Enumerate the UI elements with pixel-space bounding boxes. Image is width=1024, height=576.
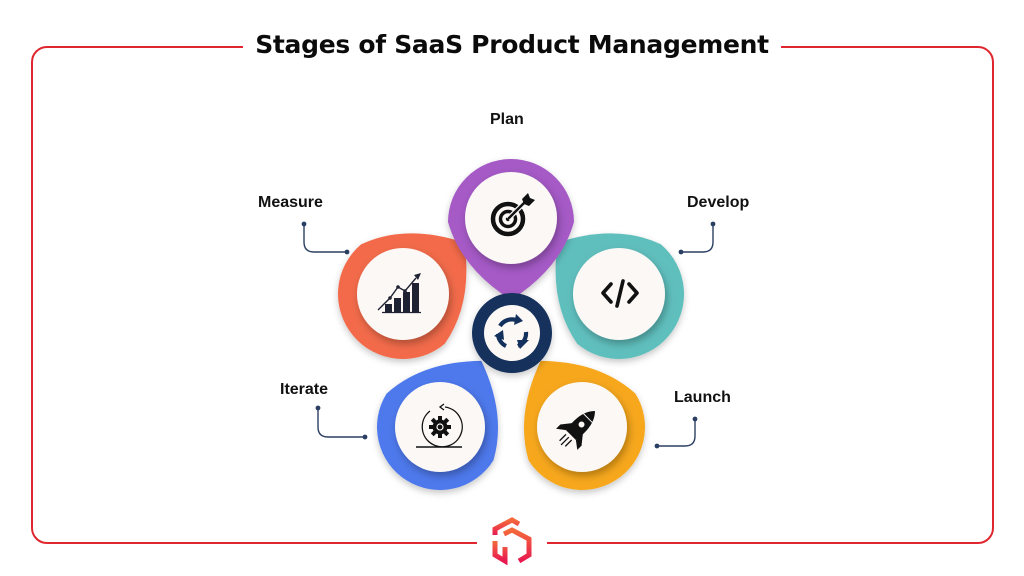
petal-plan[interactable] bbox=[448, 159, 574, 300]
connector-develop bbox=[678, 221, 716, 255]
stage-label-launch: Launch bbox=[674, 389, 731, 406]
rocket-icon bbox=[556, 411, 595, 450]
target-dart-icon bbox=[490, 193, 535, 237]
stage-label-develop: Develop bbox=[687, 194, 750, 211]
cube-logo-icon bbox=[492, 517, 532, 566]
stage-label-measure: Measure bbox=[258, 194, 323, 211]
connector-iterate bbox=[315, 405, 368, 440]
title-wrap: Stages of SaaS Product Management bbox=[0, 22, 1024, 68]
gear-cycle-icon bbox=[416, 403, 463, 448]
page-title: Stages of SaaS Product Management bbox=[243, 22, 781, 68]
cycle-arrows-icon bbox=[494, 314, 529, 349]
stage-label-plan: Plan bbox=[490, 111, 524, 128]
growth-chart-icon bbox=[377, 273, 421, 314]
connector-measure bbox=[301, 221, 350, 255]
connector-launch bbox=[654, 416, 698, 449]
code-brackets-icon bbox=[601, 279, 639, 308]
brand-logo bbox=[477, 515, 547, 571]
stage-label-iterate: Iterate bbox=[280, 381, 329, 398]
center-hub bbox=[472, 293, 552, 373]
